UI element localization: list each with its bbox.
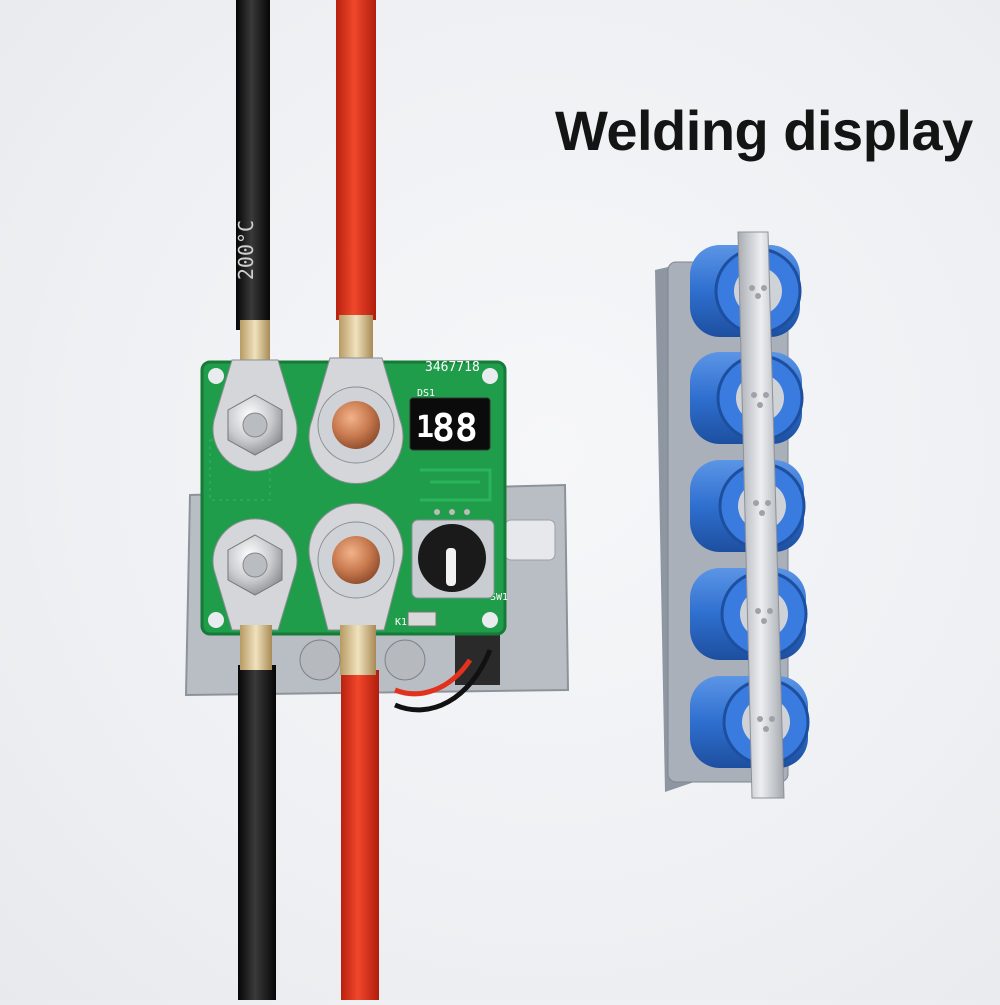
terminal-bottom-left — [212, 518, 298, 670]
terminal-bottom-right — [308, 502, 404, 675]
nickel-strip — [737, 231, 785, 799]
relay-reference: K1 — [395, 617, 407, 628]
black-cable-top: 200°C — [234, 0, 270, 330]
red-cable-top — [336, 0, 376, 320]
switch-reference: SW1 — [490, 592, 508, 603]
board-model-number: 3467718 — [425, 360, 480, 375]
caption-title: Welding display — [555, 99, 973, 162]
display-reference: DS1 — [417, 388, 435, 399]
rotary-knob — [411, 509, 495, 599]
terminal-top-left — [212, 320, 298, 472]
display-digits: 88 — [432, 406, 478, 450]
black-cable-bottom — [238, 665, 276, 1000]
led-display: 1 88 — [409, 397, 491, 451]
red-cable-bottom — [341, 670, 379, 1000]
relay-terminals — [299, 639, 426, 681]
cable-print-label: 200°C — [234, 220, 258, 280]
display-leading-digit: 1 — [416, 410, 434, 445]
terminal-top-right — [308, 315, 404, 485]
